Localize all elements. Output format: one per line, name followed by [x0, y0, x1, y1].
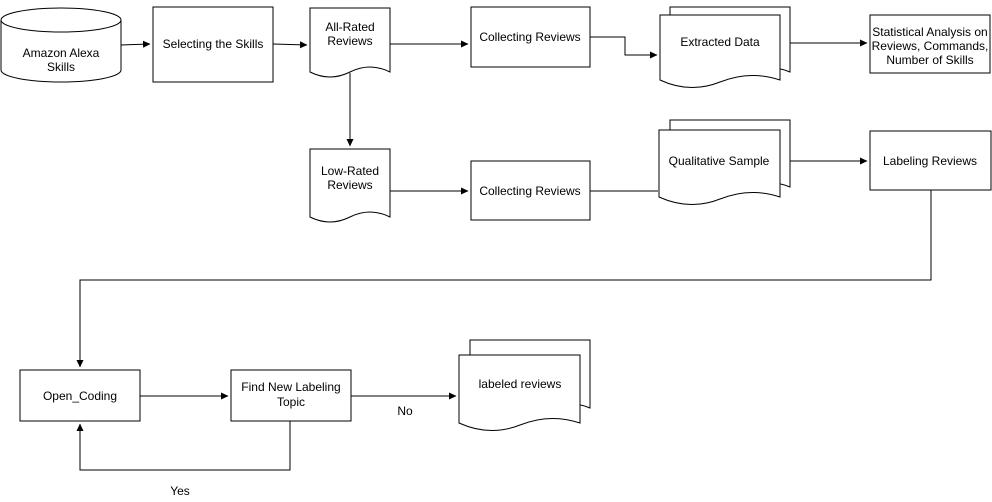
node-open-coding: Open_Coding	[19, 369, 141, 422]
node-label-line: Selecting the Skills	[163, 37, 264, 51]
node-collecting-reviews-middle: Collecting Reviews	[470, 160, 591, 221]
node-extracted-data: Extracted Data	[659, 6, 791, 88]
node-selecting-the-skills: Selecting the Skills	[152, 6, 274, 83]
node-labeling-reviews: Labeling Reviews	[869, 130, 992, 191]
node-label-line: labeled reviews	[479, 377, 562, 391]
edge-select-allrated	[272, 41, 308, 49]
edge-label-yes: Yes	[170, 484, 190, 498]
edge-label-no: No	[397, 404, 413, 418]
node-qualitative-sample: Qualitative Sample	[658, 119, 791, 206]
node-label-line: Labeling Reviews	[883, 154, 977, 168]
node-label-line: Collecting Reviews	[479, 30, 580, 44]
edges	[76, 36, 932, 471]
edge-findtopic-opencoding-yes	[76, 421, 291, 471]
edge-collect-extracted	[590, 36, 658, 59]
node-label-line: Collecting Reviews	[479, 184, 580, 198]
node-label-line: Extracted Data	[680, 35, 760, 49]
node-labeled-reviews: labeled reviews	[458, 339, 591, 432]
edge-source-select	[120, 40, 151, 48]
node-collecting-reviews-top: Collecting Reviews	[470, 6, 591, 68]
node-label-line: Qualitative Sample	[669, 154, 770, 168]
node-label-line: Open_Coding	[43, 389, 117, 403]
edge-labeling-opencoding	[76, 190, 932, 368]
